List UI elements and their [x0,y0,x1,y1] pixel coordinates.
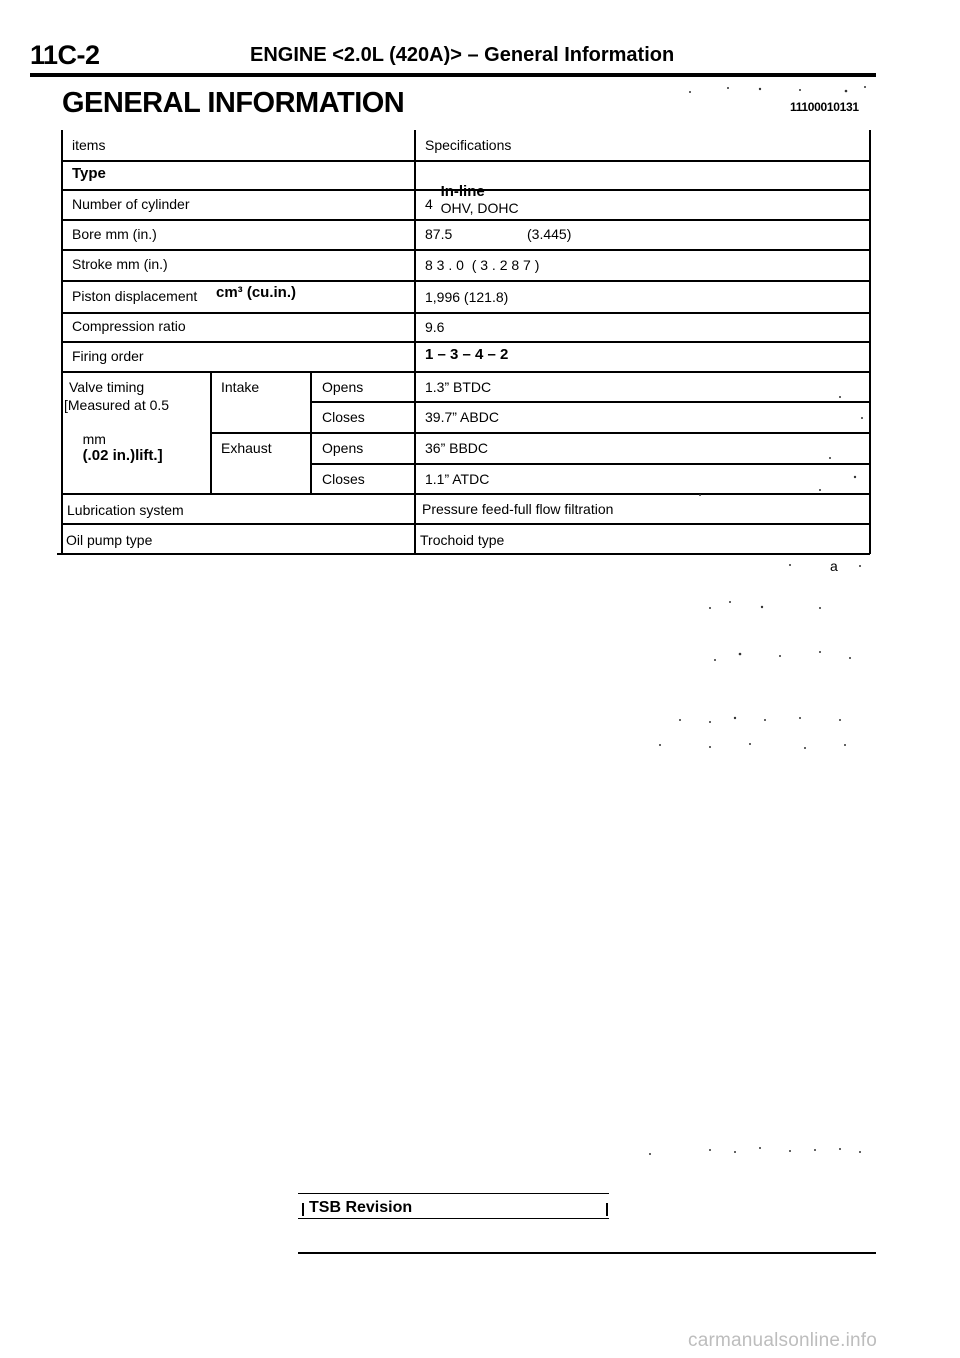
valve-event-value: 39.7” ABDC [425,409,499,425]
table-cell-spec: In-line OHV, DOHC [425,167,519,232]
row-line [61,160,870,162]
row-line [61,312,870,314]
valve-timing-label: mm (.02 in.)lift.] [67,415,163,480]
table-bottom-border [57,553,870,555]
table-cell-item: Compression ratio [72,318,186,334]
table-cell-item: Bore mm (in.) [72,226,157,242]
column-header-specifications: Specifications [425,137,512,153]
row-line [210,432,870,434]
table-cell-spec: 1 – 3 – 4 – 2 [425,346,509,363]
spec-prefix: In-line [440,183,485,200]
row-line [310,401,870,403]
tsb-box-right-bar [606,1203,608,1216]
table-cell-spec: Trochoid type [420,532,505,548]
valve-event-label: Opens [322,379,364,395]
table-cell-item: Number of cylinder [72,196,190,212]
table-cell-spec: Pressure feed-full flow filtration [422,501,614,517]
valve-event-label: Opens [322,440,364,456]
row-line [61,371,870,373]
table-cell-item: Firing order [72,348,144,364]
row-line [61,249,870,251]
row-line [61,523,870,525]
row-line [61,189,870,191]
spec-text: OHV, DOHC [440,200,519,216]
row-line [61,219,870,221]
row-line [310,463,870,465]
header-rule [30,73,876,77]
column-header-items: items [72,137,106,153]
tsb-revision-label: TSB Revision [309,1199,413,1216]
row-line [61,493,870,495]
table-cell-spec: 9.6 [425,319,445,335]
row-line [61,280,870,282]
valve-timing-lift: (.02 in.)lift.] [82,447,163,464]
tsb-box-left-bar [302,1203,304,1216]
valve-timing-unit: mm [82,431,106,447]
valve-event-value: 1.3” BTDC [425,379,492,395]
stray-mark: a [830,558,838,574]
section-code: 11100010131 [790,100,859,114]
valve-timing-label: Valve timing [69,379,145,395]
valve-intake-label: Intake [221,379,260,395]
table-cell-item: Lubrication system [67,502,184,518]
valve-event-value: 36” BBDC [425,440,489,456]
header-title: ENGINE <2.0L (420A)> – General Informati… [250,44,675,66]
table-cell-item: Oil pump type [66,532,153,548]
table-cell-unit: cm³ (cu.in.) [216,284,297,301]
valve-event-label: Closes [322,471,365,487]
table-cell-spec: 8 3 . 0 ( 3 . 2 8 7 ) [425,257,540,273]
bottom-rule [298,1252,876,1254]
scan-noise [649,86,866,1155]
table-cell-spec: 87.5 [425,226,453,242]
valve-timing-label: [Measured at 0.5 [64,397,170,413]
table-cell-spec-imperial: (3.445) [527,226,572,242]
valve-event-value: 1.1” ATDC [425,471,490,487]
table-cell-spec: 1,996 (121.8) [425,289,509,305]
table-cell-spec: 4 [425,196,433,212]
row-line [61,341,870,343]
table-cell-item: Stroke mm (in.) [72,256,168,272]
watermark: carmanualsonline.info [688,1330,878,1351]
table-cell-item: Piston displacement [72,288,198,304]
table-cell-item: Type [72,165,106,182]
valve-event-label: Closes [322,409,365,425]
section-title: GENERAL INFORMATION [62,87,405,119]
page-code: 11C-2 [30,40,100,70]
tsb-revision-box [298,1193,609,1219]
valve-exhaust-label: Exhaust [221,440,272,456]
